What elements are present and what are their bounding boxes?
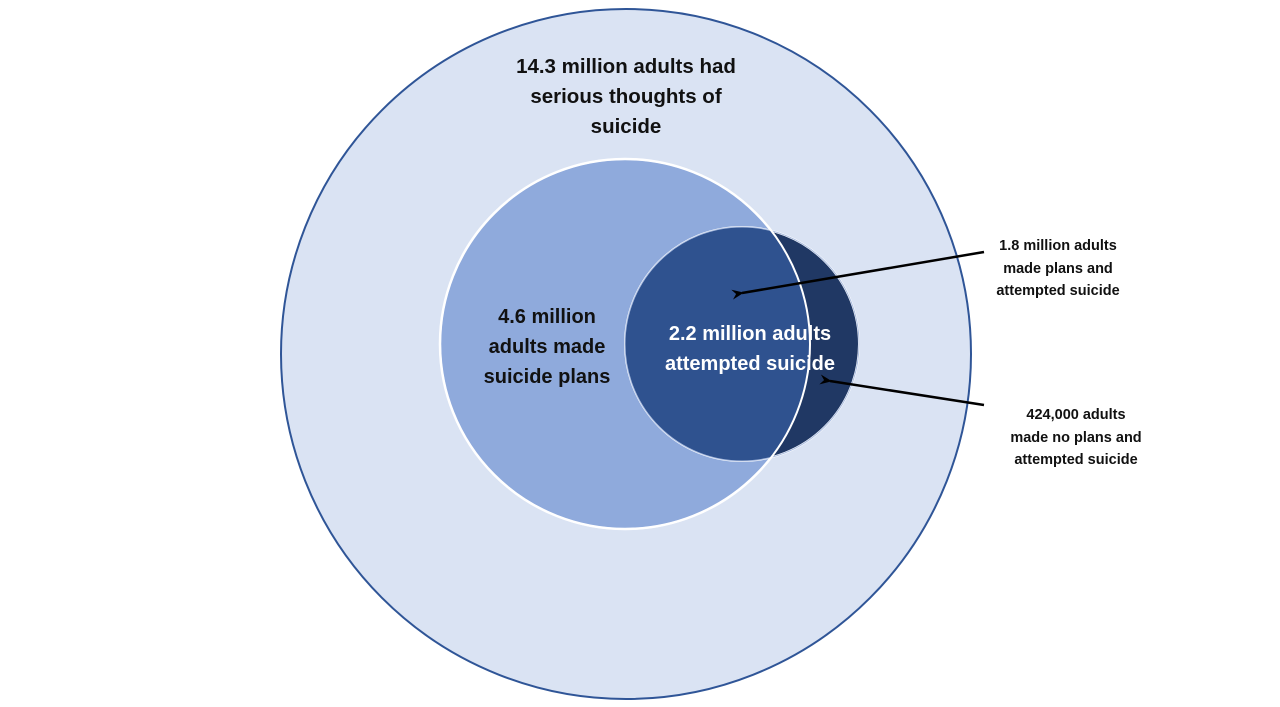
callout-no-plans-and-attempted: 424,000 adults made no plans and attempt… bbox=[995, 404, 1157, 472]
attempted-circle-label: 2.2 million adults attempted suicide bbox=[640, 319, 860, 379]
callout-2-line-1: 424,000 adults bbox=[1026, 407, 1126, 423]
attempted-label-line-1: 2.2 million adults bbox=[668, 323, 832, 345]
plans-label-line-3: suicide plans bbox=[483, 366, 611, 388]
callout-arrow-2 bbox=[819, 374, 985, 407]
attempted-label-line-2: attempted suicide bbox=[664, 353, 836, 375]
plans-label-line-1: 4.6 million bbox=[498, 306, 596, 328]
outer-label-line-2: serious thoughts of bbox=[530, 85, 722, 108]
outer-label-line-3: suicide bbox=[590, 115, 662, 138]
callout-plans-and-attempted: 1.8 million adults made plans and attemp… bbox=[978, 235, 1138, 303]
callout-arrow-1 bbox=[731, 250, 985, 300]
callout-1-line-1: 1.8 million adults bbox=[999, 238, 1117, 254]
outer-circle-label: 14.3 million adults had serious thoughts… bbox=[476, 52, 776, 142]
plans-circle-boundary bbox=[439, 158, 811, 530]
plans-label-line-2: adults made bbox=[488, 336, 606, 358]
callout-1-line-2: made plans and bbox=[1003, 260, 1113, 277]
plans-and-attempted-region bbox=[625, 227, 810, 461]
plans-circle-label: 4.6 million adults made suicide plans bbox=[462, 302, 632, 392]
attempted-circle-outline bbox=[624, 226, 860, 462]
callout-2-line-3: attempted suicide bbox=[1014, 452, 1138, 468]
callout-1-line-3: attempted suicide bbox=[996, 283, 1120, 299]
outer-label-line-1: 14.3 million adults had bbox=[516, 55, 736, 78]
callout-2-line-2: made no plans and bbox=[1010, 429, 1142, 446]
